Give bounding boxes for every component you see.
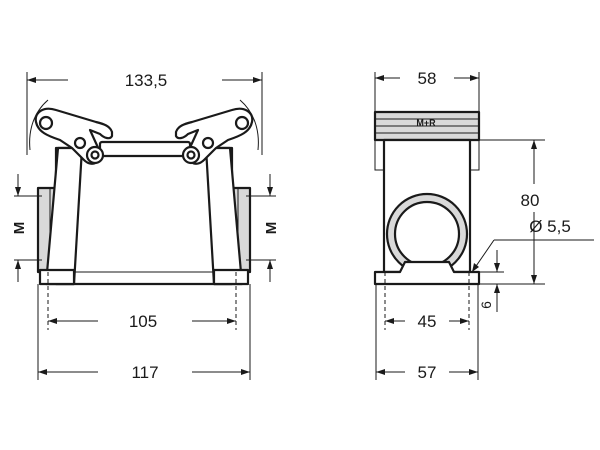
dim-flange-height: 6 (478, 301, 494, 309)
side-view: M+R 58 80 Ø 5,5 (373, 69, 594, 382)
right-thread-label: M (263, 222, 280, 235)
dim-side-base-width: 57 (418, 363, 437, 382)
dim-overall-width: 133,5 (125, 71, 168, 90)
brand-mark: M+R (416, 118, 436, 128)
housing-body (54, 146, 234, 286)
left-thread-label: M (11, 222, 28, 235)
base-flange (373, 260, 481, 286)
cable-entry-bore (393, 200, 461, 268)
dim-base-width: 117 (131, 363, 158, 382)
dim-inner-span: 105 (129, 312, 157, 331)
dim-height: 80 (521, 191, 540, 210)
dim-top-width: 58 (418, 69, 437, 88)
dim-hole-diameter: Ø 5,5 (529, 217, 571, 236)
dim-hole-spacing: 45 (418, 312, 437, 331)
front-view: 133,5 105 117 M M (11, 71, 280, 382)
locking-bar (98, 140, 192, 158)
